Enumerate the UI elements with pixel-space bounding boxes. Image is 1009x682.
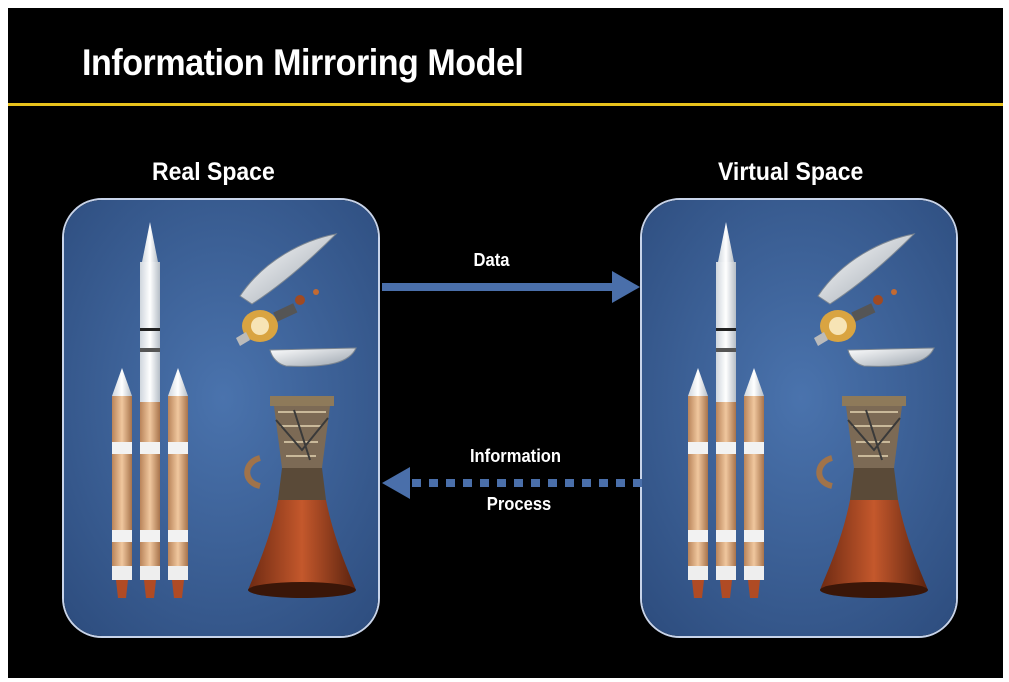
real-space-panel: [62, 198, 380, 638]
information-arrow-label: Information: [469, 446, 562, 466]
title-rule: [8, 103, 1003, 106]
rocket-icon: [112, 222, 188, 598]
virtual-space-panel: [640, 198, 958, 638]
data-arrow-label: Data: [473, 250, 510, 270]
payload-fairing-icon: [847, 347, 935, 367]
virtual-space-heading: Virtual Space: [718, 158, 864, 186]
real-space-heading: Real Space: [152, 158, 275, 186]
slide: Information Mirroring Model Real Space V…: [8, 8, 1003, 678]
payload-fairing-icon: [269, 347, 357, 367]
payload-fairing-icon: [817, 233, 916, 305]
spacecraft-icon: [236, 289, 319, 346]
spacecraft-icon: [814, 289, 897, 346]
rocket-engine-icon: [816, 396, 928, 598]
process-arrow-label: Process: [486, 494, 552, 514]
real-space-illustration: [64, 200, 378, 636]
rocket-engine-icon: [244, 396, 356, 598]
payload-fairing-icon: [239, 233, 338, 305]
rocket-icon: [688, 222, 764, 598]
slide-title: Information Mirroring Model: [82, 42, 524, 83]
virtual-space-illustration: [642, 200, 956, 636]
data-arrow: [382, 271, 640, 303]
